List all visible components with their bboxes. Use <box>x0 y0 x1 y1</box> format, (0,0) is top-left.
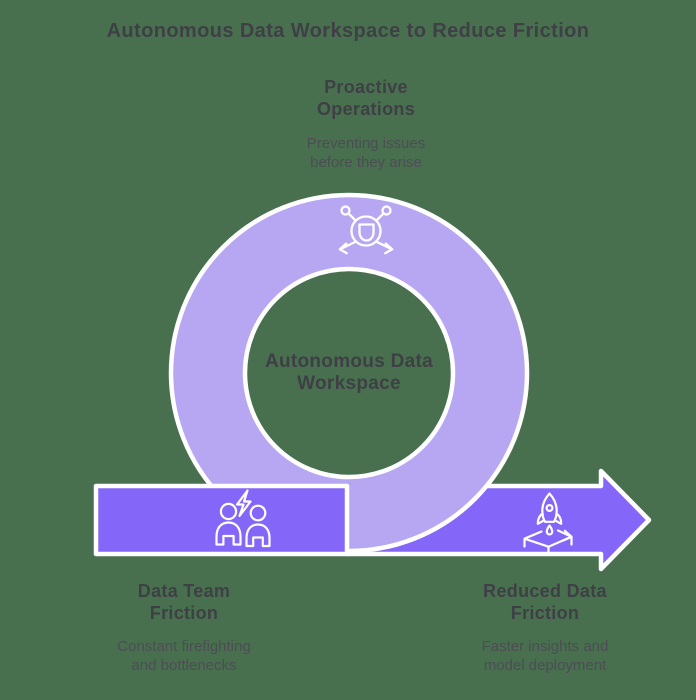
ring-center-label: Autonomous Data Workspace <box>264 351 434 394</box>
team-conflict-icon <box>215 489 271 548</box>
rocket-launch-icon <box>523 492 573 555</box>
left-node-description: Constant firefighting and bottlenecks <box>117 638 251 674</box>
top-node-heading: Proactive Operations <box>316 77 416 119</box>
arrow-left-segment <box>93 483 350 557</box>
left-node-heading: Data Team Friction <box>137 581 231 623</box>
diagram-title: Autonomous Data Workspace to Reduce Fric… <box>106 20 590 42</box>
right-node-heading: Reduced Data Friction <box>483 581 607 623</box>
network-shield-icon <box>338 205 394 255</box>
top-node-description: Preventing issues before they arise <box>306 135 426 171</box>
right-node-description: Faster insights and model deployment <box>481 638 609 674</box>
